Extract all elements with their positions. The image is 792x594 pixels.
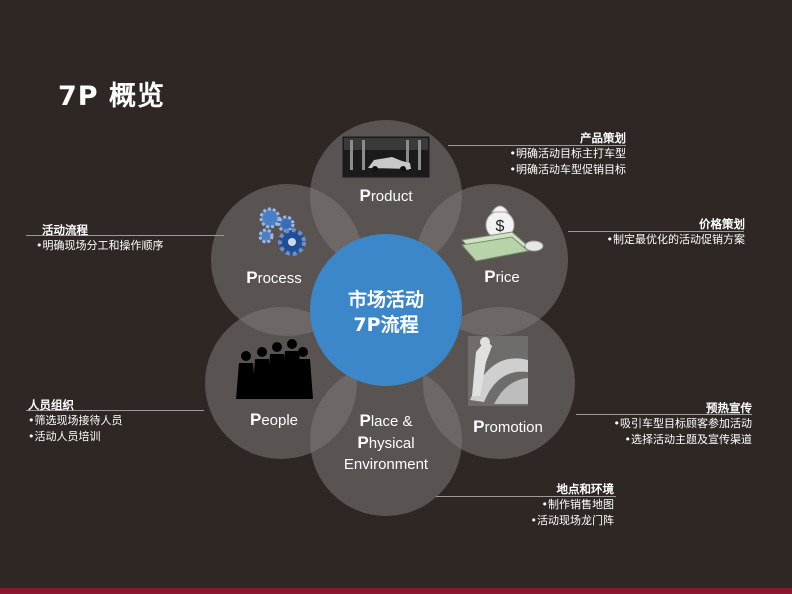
gears-icon: [258, 207, 306, 256]
annotation-people-item: •活动人员培训: [28, 430, 101, 443]
center-line2: 7P流程: [353, 313, 418, 336]
annotation-product-heading: 产品策划: [580, 131, 626, 145]
label-place-line3: Environment: [344, 456, 429, 473]
label-promotion: Promotion: [473, 417, 543, 436]
connector-process: [26, 235, 224, 236]
connector-people: [26, 410, 204, 411]
label-place-line1: Place &: [359, 411, 412, 430]
annotation-process: 活动流程 •明确现场分工和操作顺序: [36, 222, 164, 254]
petal-promotion: [423, 307, 575, 459]
annotation-product-item: •明确活动目标主打车型: [509, 147, 627, 160]
annotation-price-item: •制定最优化的活动促销方案: [606, 233, 746, 246]
svg-text:$: $: [496, 218, 505, 235]
bottom-accent-bar: [0, 588, 792, 594]
annotation-place: 地点和环境 •制作销售地图 •活动现场龙门阵: [531, 481, 615, 529]
annotation-promotion-heading: 预热宣传: [706, 401, 752, 415]
annotation-promotion-item: •吸引车型目标顾客参加活动: [613, 417, 753, 430]
annotation-people-item: •筛选现场接待人员: [28, 414, 123, 427]
annotation-place-item: •活动现场龙门阵: [530, 514, 615, 527]
center-circle: [310, 234, 462, 386]
center-line1: 市场活动: [348, 288, 424, 311]
connector-place: [436, 496, 616, 497]
label-product: Product: [359, 186, 413, 205]
annotation-price: 价格策划 •制定最优化的活动促销方案: [607, 216, 746, 248]
annotation-product-item: •明确活动车型促销目标: [509, 163, 627, 176]
label-place-line2: Physical: [357, 433, 414, 452]
connector-promotion: [576, 414, 752, 415]
annotation-place-item: •制作销售地图: [541, 498, 615, 511]
page-title: 7P 概览: [58, 81, 165, 112]
annotation-price-heading: 价格策划: [699, 217, 745, 231]
annotation-people: 人员组织 •筛选现场接待人员 •活动人员培训: [28, 397, 123, 445]
people-silhouettes-icon: [236, 339, 313, 399]
money-bag-icon: $: [461, 205, 544, 262]
car-showroom-photo-icon: [341, 135, 431, 179]
annotation-process-item: •明确现场分工和操作顺序: [36, 239, 164, 252]
statue-promotion-icon: [468, 336, 528, 406]
annotation-product: 产品策划 •明确活动目标主打车型 •明确活动车型促销目标: [510, 130, 627, 178]
annotation-promotion-item: •选择活动主题及宣传渠道: [624, 433, 753, 446]
annotation-promotion: 预热宣传 •吸引车型目标顾客参加活动 •选择活动主题及宣传渠道: [614, 400, 753, 448]
label-people: People: [250, 410, 298, 429]
label-price: Price: [484, 267, 520, 286]
connector-price: [568, 231, 744, 232]
label-process: Process: [246, 268, 302, 287]
annotation-people-heading: 人员组织: [28, 398, 74, 412]
connector-product: [448, 145, 626, 146]
annotation-place-heading: 地点和环境: [556, 482, 615, 496]
annotation-process-heading: 活动流程: [42, 223, 88, 237]
